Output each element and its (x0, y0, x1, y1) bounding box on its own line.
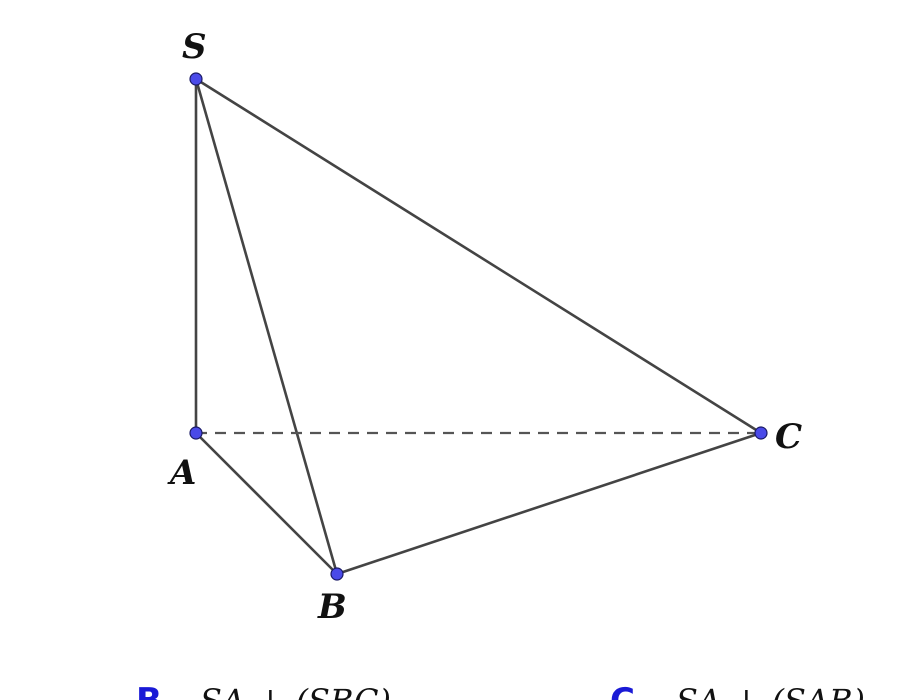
vertex-point-s (189, 72, 203, 86)
vertex-point-a (189, 426, 203, 440)
labels-layer: S A B C (167, 27, 802, 627)
vertex-label-c: C (775, 417, 802, 457)
edge-sb (194, 77, 339, 576)
vertex-label-a: A (167, 453, 196, 493)
edge-ab (194, 431, 339, 576)
vertex-point-c (754, 426, 768, 440)
option-c-text: SA ⊥ (SAB) (676, 682, 865, 700)
answer-options: B. SA ⊥ (SBC) C. SA ⊥ (SAB) (136, 681, 865, 700)
vertices-layer (189, 72, 768, 581)
edges-layer (194, 77, 763, 576)
edge-bc (335, 431, 763, 576)
vertex-label-s: S (182, 27, 207, 67)
vertex-label-b: B (317, 587, 347, 627)
option-b-letter: B. (136, 681, 175, 700)
edge-sc (194, 77, 763, 435)
option-c-letter: C. (610, 681, 648, 700)
vertex-point-b (330, 567, 344, 581)
option-b-text: SA ⊥ (SBC) (200, 682, 391, 700)
